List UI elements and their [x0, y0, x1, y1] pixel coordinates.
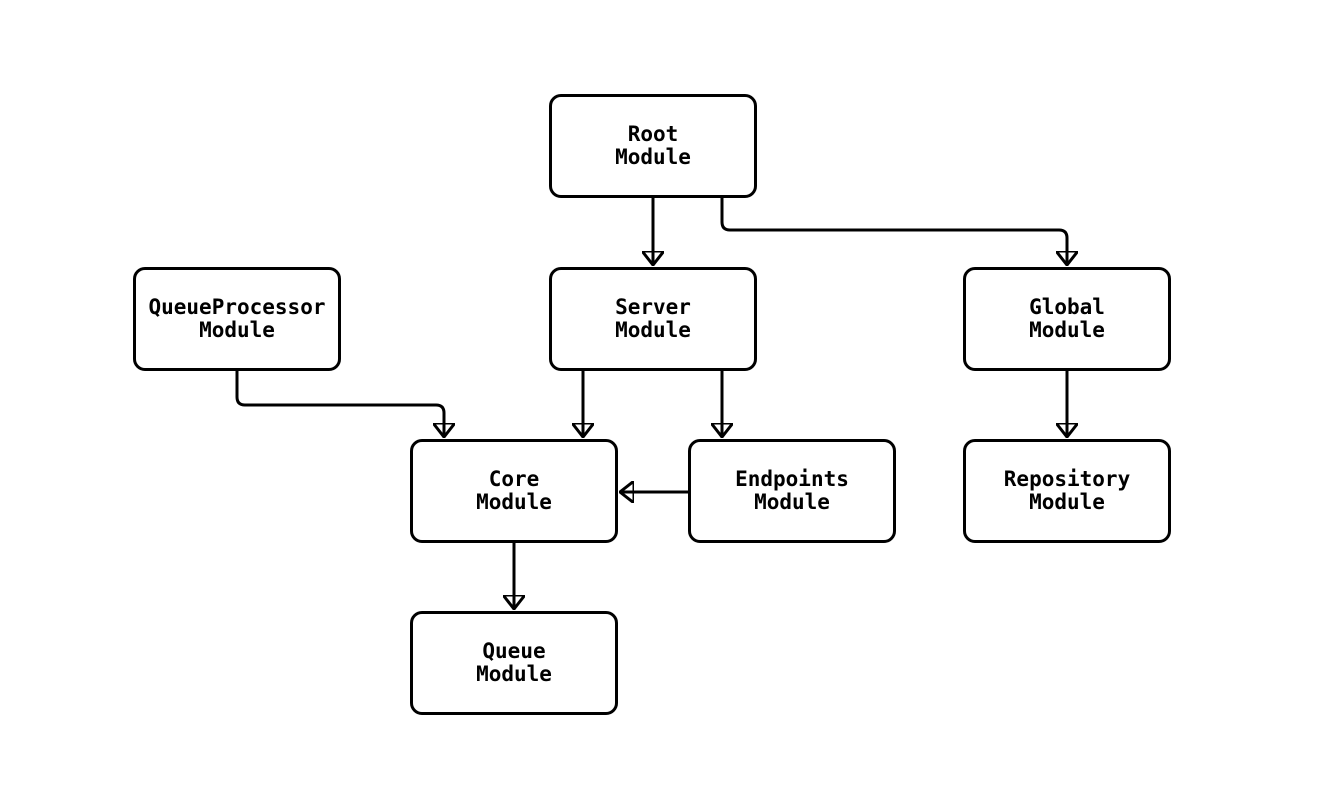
- node-label-line2: Module: [476, 662, 552, 686]
- node-label-line1: Repository: [1003, 467, 1131, 491]
- node-label-line2: Module: [199, 318, 275, 342]
- node-endpoints-module: Endpoints Module: [688, 439, 896, 543]
- node-label-line1: Core: [488, 467, 540, 491]
- node-label-line1: Server: [615, 295, 691, 319]
- node-label-line1: Endpoints: [735, 467, 849, 491]
- node-label-line1: Root: [627, 122, 679, 146]
- node-label-line2: Module: [476, 490, 552, 514]
- node-label-line2: Module: [754, 490, 830, 514]
- node-label-line1: Queue: [482, 639, 546, 663]
- node-label-line2: Module: [615, 145, 691, 169]
- node-label-line2: Module: [1029, 490, 1105, 514]
- node-label-line1: Global: [1029, 295, 1105, 319]
- edge-root-to-global: [720, 198, 1067, 264]
- node-label-line2: Module: [615, 318, 691, 342]
- node-repository-module: Repository Module: [963, 439, 1171, 543]
- node-queue-module: Queue Module: [410, 611, 618, 715]
- node-core-module: Core Module: [410, 439, 618, 543]
- node-server-module: Server Module: [549, 267, 757, 371]
- node-global-module: Global Module: [963, 267, 1171, 371]
- node-label-line1: QueueProcessor: [148, 295, 326, 319]
- node-root-module: Root Module: [549, 94, 757, 198]
- node-label-line2: Module: [1029, 318, 1105, 342]
- node-queueprocessor-module: QueueProcessor Module: [133, 267, 341, 371]
- edge-queueprocessor-to-core: [235, 371, 444, 436]
